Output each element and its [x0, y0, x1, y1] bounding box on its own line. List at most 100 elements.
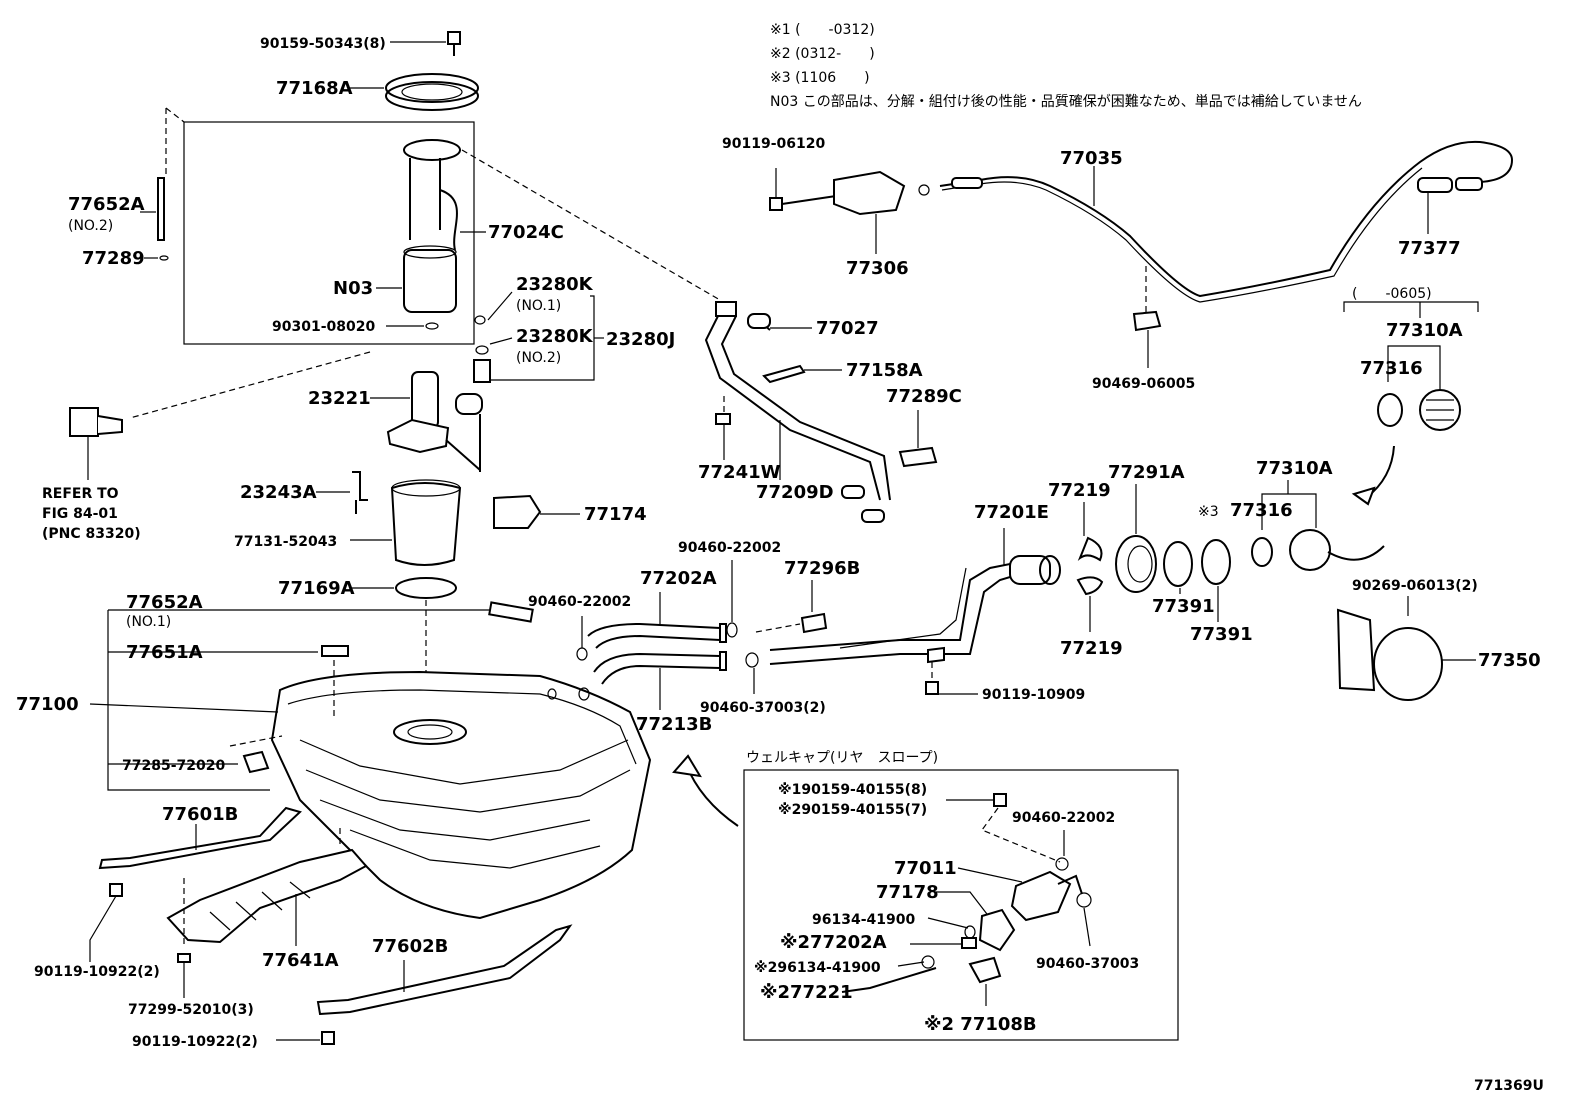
inset-label-96134-41900[interactable]: 96134-41900	[812, 912, 915, 928]
label-77201E[interactable]: 77201E	[974, 502, 1049, 523]
label-77024C[interactable]: 77024C	[488, 222, 564, 243]
filler-pipe: 77202A 77213B 90460-22002 90460-22002 90…	[528, 462, 1253, 735]
clamp-77285-icon	[242, 750, 270, 774]
label-77131-52043[interactable]: 77131-52043	[234, 534, 337, 550]
label-77100[interactable]: 77100	[16, 694, 79, 715]
pump-23221-icon	[411, 371, 439, 429]
bolt-90159-50343-icon	[447, 31, 461, 45]
label-23221[interactable]: 23221	[308, 388, 371, 409]
cable-end-77377-icon	[1417, 177, 1453, 193]
filter-23280K-icon	[473, 359, 491, 383]
label-77241W[interactable]: 77241W	[698, 462, 781, 483]
clip-77241W-icon	[715, 413, 731, 425]
label-77213B[interactable]: 77213B	[636, 714, 712, 735]
note-3: ※3 (1106 )	[770, 70, 870, 86]
inset-label-77221[interactable]: ※277221	[760, 982, 853, 1003]
label-77641A[interactable]: 77641A	[262, 950, 339, 971]
label-no2-b: (NO.2)	[516, 350, 561, 366]
label-90460-22002-a[interactable]: 90460-22002	[678, 540, 781, 556]
inset-label-77202A[interactable]: ※277202A	[780, 932, 887, 953]
label-90460-22002-b[interactable]: 90460-22002	[528, 594, 631, 610]
label-no1-a: (NO.1)	[516, 298, 561, 314]
mark-3: ※3	[1198, 504, 1219, 520]
label-77219-b[interactable]: 77219	[1060, 638, 1123, 659]
label-23280K-no2[interactable]: 23280K	[516, 326, 594, 347]
label-77289[interactable]: 77289	[82, 248, 145, 269]
inset-label-90460-22002[interactable]: 90460-22002	[1012, 810, 1115, 826]
label-77601B[interactable]: 77601B	[162, 804, 238, 825]
clip-90460-22002-a-icon	[726, 622, 738, 638]
label-77316-top[interactable]: 77316	[1360, 358, 1423, 379]
label-77651A[interactable]: 77651A	[126, 642, 203, 663]
inset-label-77011[interactable]: 77011	[894, 858, 957, 879]
label-77158A[interactable]: 77158A	[846, 360, 923, 381]
label-77174[interactable]: 77174	[584, 504, 647, 525]
label-77209D[interactable]: 77209D	[756, 482, 834, 503]
inset-label-96134-41900-2[interactable]: ※296134-41900	[754, 960, 881, 976]
label-77391-b[interactable]: 77391	[1190, 624, 1253, 645]
inset-label-90159-40155-7[interactable]: ※290159-40155(7)	[778, 802, 927, 818]
sender-box	[183, 121, 475, 345]
refer-line-1: REFER TO	[42, 486, 119, 502]
refer-line-3: (PNC 83320)	[42, 526, 141, 542]
fuel-pump-n03-icon	[403, 249, 457, 313]
inset-label-90460-37003[interactable]: 90460-37003	[1036, 956, 1139, 972]
label-77310A-mid[interactable]: 77310A	[1256, 458, 1333, 479]
band-77602B-icon	[316, 924, 573, 1016]
notes: ※1 ( -0312) ※2 (0312- ) ※3 (1106 ) N03 こ…	[770, 22, 1362, 110]
label-77168A[interactable]: 77168A	[276, 78, 353, 99]
clamp-77296B-icon	[800, 612, 828, 634]
refer-line-2: FIG 84-01	[42, 506, 118, 522]
note-2: ※2 (0312- )	[770, 46, 875, 62]
label-77391-a[interactable]: 77391	[1152, 596, 1215, 617]
label-90119-10922-b[interactable]: 90119-10922(2)	[132, 1034, 258, 1050]
inset-valve-77178-icon	[978, 908, 1016, 952]
label-77291A[interactable]: 77291A	[1108, 462, 1185, 483]
label-77169A[interactable]: 77169A	[278, 578, 355, 599]
pad-77651A-icon	[321, 645, 349, 657]
arrow-cap-icon	[1351, 486, 1376, 506]
label-77306[interactable]: 77306	[846, 258, 909, 279]
clamp-77289C-icon	[898, 446, 938, 468]
label-77285-72020[interactable]: 77285-72020	[122, 758, 225, 774]
label-77219-a[interactable]: 77219	[1048, 480, 1111, 501]
label-90119-06120[interactable]: 90119-06120	[722, 136, 825, 152]
label-77652A-no2[interactable]: 77652A	[68, 194, 145, 215]
label-77027[interactable]: 77027	[816, 318, 879, 339]
label-23280J[interactable]: 23280J	[606, 329, 675, 350]
inset-pipe-77011-icon	[1010, 870, 1072, 922]
label-77350[interactable]: 77350	[1478, 650, 1541, 671]
label-77299-52010[interactable]: 77299-52010(3)	[128, 1002, 254, 1018]
band-77601B-icon	[98, 806, 302, 870]
label-90269-06013[interactable]: 90269-06013(2)	[1352, 578, 1478, 594]
label-77652A-no1[interactable]: 77652A	[126, 592, 203, 613]
label-77289C[interactable]: 77289C	[886, 386, 962, 407]
label-77202A[interactable]: 77202A	[640, 568, 717, 589]
label-N03[interactable]: N03	[333, 278, 373, 299]
label-23243A[interactable]: 23243A	[240, 482, 317, 503]
label-90119-10922-a[interactable]: 90119-10922(2)	[34, 964, 160, 980]
inset-hose-77221-icon	[841, 967, 937, 993]
clip-77219-a-icon	[1077, 536, 1103, 562]
inset-frame	[743, 769, 1179, 1041]
label-23280K-no1[interactable]: 23280K	[516, 274, 594, 295]
label-77377[interactable]: 77377	[1398, 238, 1461, 259]
label-90469-06005[interactable]: 90469-06005	[1092, 376, 1195, 392]
label-77316-mid[interactable]: 77316	[1230, 500, 1293, 521]
inset-clip-icon	[1076, 892, 1092, 908]
label-77602B[interactable]: 77602B	[372, 936, 448, 957]
label-90460-37003-2[interactable]: 90460-37003(2)	[700, 700, 826, 716]
clamp-90469-06005-icon	[1132, 310, 1162, 332]
label-90119-10909[interactable]: 90119-10909	[982, 687, 1085, 703]
label-77310A-top[interactable]: 77310A	[1386, 320, 1463, 341]
clip-90460-22002-b-icon	[576, 647, 588, 661]
inset-label-90159-40155-8[interactable]: ※190159-40155(8)	[778, 782, 927, 798]
filler-neck-77201E-icon	[1009, 555, 1051, 585]
label-77296B[interactable]: 77296B	[784, 558, 860, 579]
label-77035[interactable]: 77035	[1060, 148, 1123, 169]
label-90159-50343[interactable]: 90159-50343(8)	[260, 36, 386, 52]
inset-label-77178[interactable]: 77178	[876, 882, 939, 903]
label-90301-08020[interactable]: 90301-08020	[272, 319, 375, 335]
inset-label-77108B[interactable]: ※2 77108B	[924, 1014, 1037, 1035]
gasket-77316-mid-icon	[1251, 537, 1273, 567]
